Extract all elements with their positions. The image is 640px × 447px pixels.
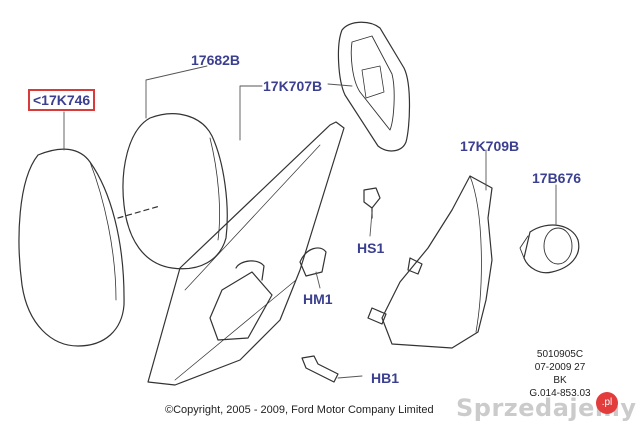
label-17b676: 17B676 [532, 170, 582, 186]
bracket-shape [381, 175, 493, 349]
clip-hm1-shape [299, 247, 327, 277]
mirror-cover-shape [18, 148, 125, 347]
label-17682b: 17682B [191, 52, 241, 68]
copyright-text: ©Copyright, 2005 - 2009, Ford Motor Comp… [165, 404, 434, 416]
watermark-badge: .pl [596, 392, 618, 414]
bolt-hb1-shape [301, 355, 339, 383]
reference-line-1: 5010905C [536, 349, 584, 360]
label-17k746: <17K746 [28, 89, 96, 111]
mirror-housing-shape [147, 121, 345, 386]
motor-shape [209, 271, 273, 341]
reference-block: 5010905C 07-2009 27 BK G.014-853.03 [520, 348, 600, 400]
gasket-shape [337, 21, 411, 152]
screw-hs1-shape [363, 187, 381, 209]
mirror-glass-shape [122, 113, 228, 270]
label-hb1: HB1 [371, 370, 400, 386]
connector-shape [523, 224, 580, 274]
reference-line-4: G.014-853.03 [529, 388, 591, 399]
label-17k709b: 17K709B [460, 138, 520, 154]
label-17k707b: 17K707B [263, 78, 323, 94]
label-hs1: HS1 [357, 240, 385, 256]
label-hm1: HM1 [303, 291, 333, 307]
reference-line-2: 07-2009 27 [534, 362, 586, 373]
reference-line-3: BK [553, 375, 567, 386]
